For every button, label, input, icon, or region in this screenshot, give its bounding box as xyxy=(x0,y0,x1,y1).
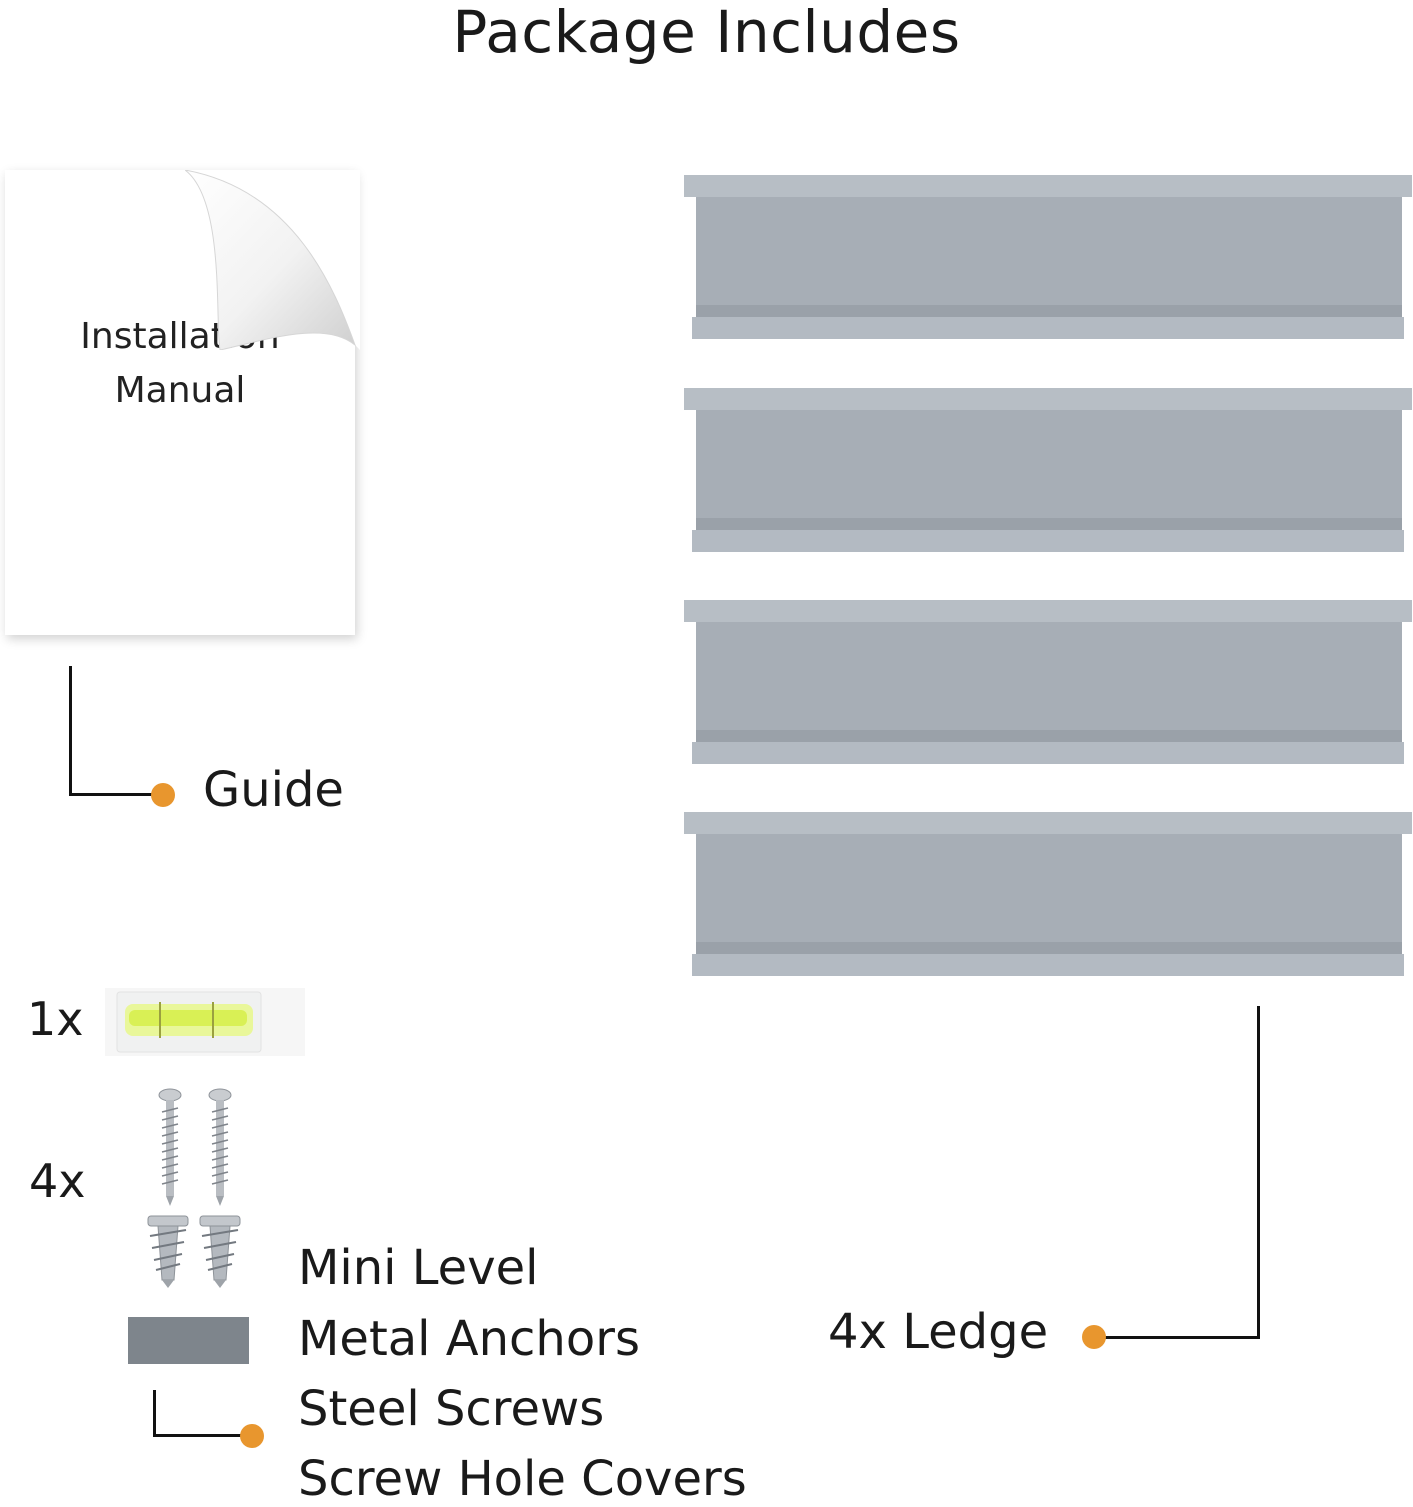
level-quantity: 1x xyxy=(27,992,84,1046)
mini-level-icon xyxy=(105,988,305,1056)
item-steel-screws: Steel Screws xyxy=(298,1381,605,1437)
guide-leader-line-h xyxy=(69,793,159,796)
screw-icon xyxy=(158,1088,182,1206)
manual-line-2: Manual xyxy=(114,370,246,411)
ledge-label: 4x Ledge xyxy=(828,1304,1049,1360)
page-curl-icon xyxy=(185,170,360,350)
ledge-leader-line-h xyxy=(1104,1336,1260,1339)
item-metal-anchors: Metal Anchors xyxy=(298,1311,640,1367)
ledge-dot xyxy=(1082,1325,1106,1349)
ledge-icon xyxy=(684,388,1412,552)
guide-leader-line-v xyxy=(69,666,72,796)
items-leader-line-h xyxy=(153,1434,243,1437)
item-screw-hole-covers: Screw Hole Covers xyxy=(298,1451,747,1507)
anchor-icon xyxy=(147,1215,189,1288)
ledge-leader-line-v xyxy=(1257,1006,1260,1339)
item-mini-level: Mini Level xyxy=(298,1240,539,1296)
screws-quantity: 4x xyxy=(29,1154,86,1208)
ledge-icon xyxy=(684,175,1412,339)
items-dot xyxy=(240,1424,264,1448)
screw-icon xyxy=(208,1088,232,1206)
guide-dot xyxy=(151,783,175,807)
anchor-icon xyxy=(199,1215,241,1288)
ledge-icon xyxy=(684,812,1412,976)
screw-hole-cover-chip xyxy=(128,1317,249,1364)
page-title: Package Includes xyxy=(452,0,961,66)
guide-label: Guide xyxy=(203,762,344,818)
ledge-icon xyxy=(684,600,1412,764)
items-leader-line-v xyxy=(153,1390,156,1437)
